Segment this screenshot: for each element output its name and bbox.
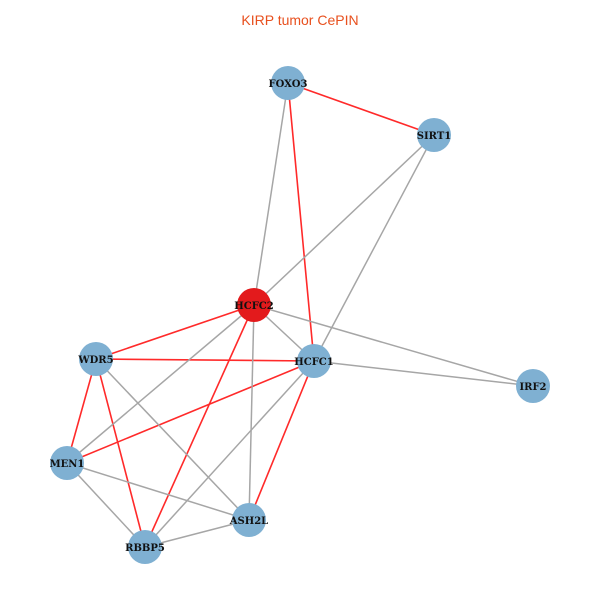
node-wdr5: WDR5 <box>77 342 114 376</box>
node-foxo3: FOXO3 <box>269 66 308 100</box>
edge-sirt1-hcfc2 <box>253 134 435 306</box>
edge-foxo3-sirt1 <box>287 82 435 136</box>
node-rbbp5: RBBP5 <box>125 530 165 564</box>
edge-hcfc2-ash2l <box>248 304 255 521</box>
node-circle <box>79 342 113 376</box>
node-circle <box>417 118 451 152</box>
node-label: WDR5 <box>77 355 113 366</box>
edge-hcfc1-ash2l <box>248 360 315 521</box>
node-circle <box>232 503 266 537</box>
edge-wdr5-ash2l <box>95 358 250 521</box>
node-hcfc2: HCFC2 <box>234 288 274 322</box>
node-label: HCFC2 <box>234 301 273 312</box>
node-circle <box>128 530 162 564</box>
node-ash2l: ASH2L <box>229 503 268 537</box>
edge-wdr5-rbbp5 <box>95 358 146 548</box>
node-irf2: IRF2 <box>516 369 550 403</box>
node-label: RBBP5 <box>125 543 165 554</box>
node-circle <box>516 369 550 403</box>
edge-men1-ash2l <box>66 462 250 521</box>
edge-hcfc2-men1 <box>66 304 255 464</box>
edge-hcfc1-rbbp5 <box>144 360 315 548</box>
node-circle <box>271 66 305 100</box>
edge-hcfc2-wdr5 <box>95 304 255 360</box>
edge-hcfc2-rbbp5 <box>144 304 255 548</box>
node-label: ASH2L <box>229 516 268 527</box>
node-circle <box>50 446 84 480</box>
edge-hcfc1-irf2 <box>313 360 534 387</box>
node-label: IRF2 <box>519 382 546 393</box>
node-label: HCFC1 <box>294 357 333 368</box>
edge-rbbp5-ash2l <box>144 519 250 548</box>
edge-hcfc2-irf2 <box>253 304 534 387</box>
edge-sirt1-hcfc1 <box>313 134 435 362</box>
node-label: MEN1 <box>50 459 85 470</box>
node-men1: MEN1 <box>50 446 85 480</box>
edge-wdr5-hcfc1 <box>95 358 315 362</box>
node-circle <box>237 288 271 322</box>
edge-men1-hcfc1 <box>66 360 315 464</box>
node-label: SIRT1 <box>417 131 451 142</box>
node-sirt1: SIRT1 <box>417 118 451 152</box>
edge-foxo3-hcfc1 <box>287 82 315 362</box>
node-circle <box>297 344 331 378</box>
edge-men1-rbbp5 <box>66 462 146 548</box>
diagram-title: KIRP tumor CePIN <box>241 12 359 28</box>
edge-wdr5-men1 <box>66 358 97 464</box>
node-hcfc1: HCFC1 <box>294 344 334 378</box>
edge-foxo3-hcfc2 <box>253 82 289 306</box>
node-label: FOXO3 <box>269 79 308 90</box>
